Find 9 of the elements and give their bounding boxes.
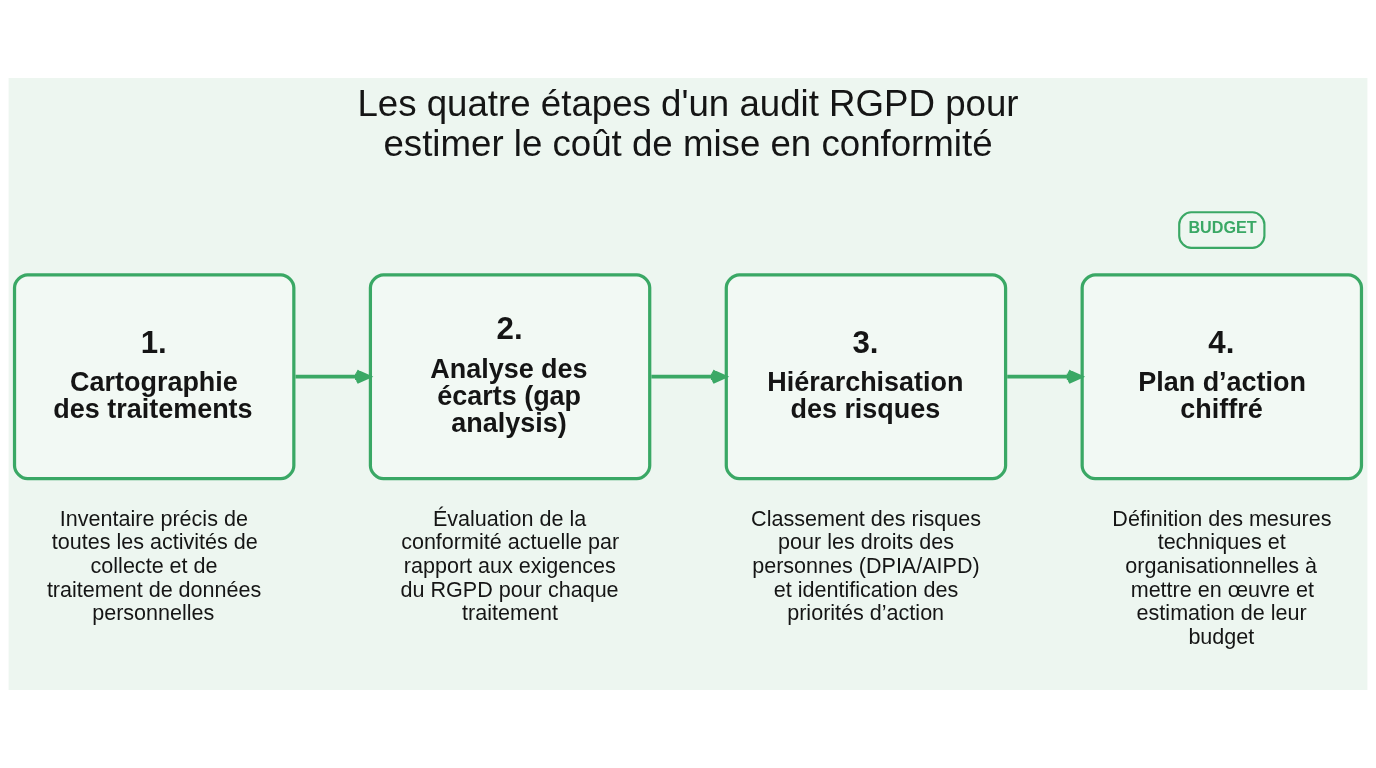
arrow [651,369,727,384]
node-label: Évaluation de la conformité actuelle par rapport aux exigences du RGPD pour chaque traitement [400,505,620,626]
node-label: Inventaire précis de toutes les activités de collecte et de traitement de données personnelles [46,505,262,626]
arrow [1007,369,1083,384]
node-label: Classement des risques pour les droits des personnes (DPIA/AIPD) et identification des priorités d’action [751,505,982,626]
node-label: Définition des mesures techniques et organisationnelles à mettre en œuvre et estimation de leur budget [1112,505,1332,650]
arrow [295,369,371,384]
label: BUDGET [1188,218,1257,237]
diagram-title: Les quatre étapes d'un audit RGPD pour estimer le coût de mise en conformité [357,82,1019,164]
